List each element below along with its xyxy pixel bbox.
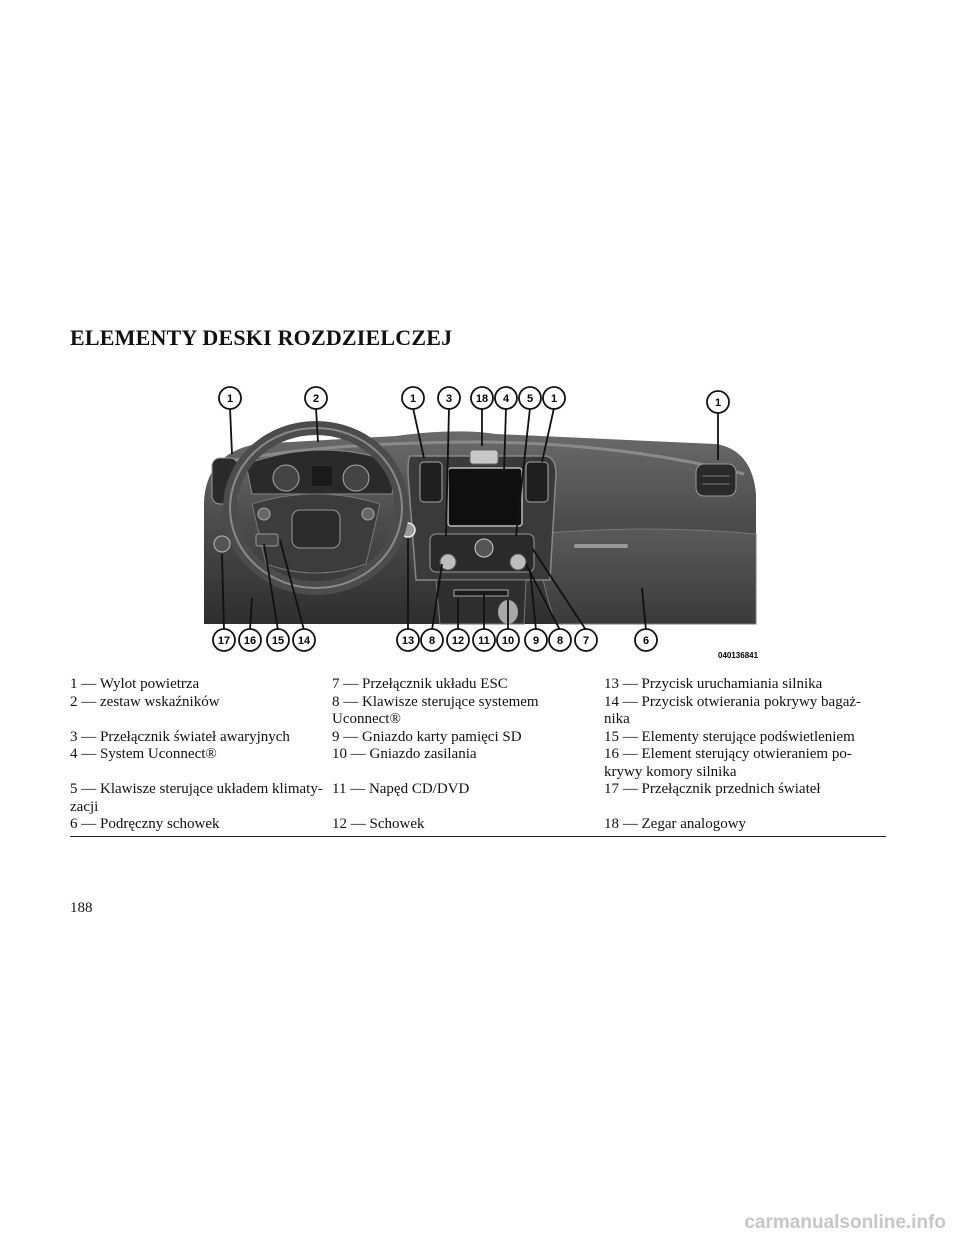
callout-1d: 1: [706, 390, 730, 414]
callout-2: 2: [304, 386, 328, 410]
legend-row: 2 — zestaw wskaźników 8 — Klawisze steru…: [70, 694, 886, 729]
legend-table: 1 — Wylot powietrza 7 — Przełącznik ukła…: [70, 676, 886, 837]
svg-text:9: 9: [533, 635, 539, 647]
callout-6: 6: [634, 628, 658, 652]
callout-13: 13: [396, 628, 420, 652]
callout-10: 10: [496, 628, 520, 652]
legend-item: 5 — Klawisze sterujące układem klimaty- …: [70, 781, 323, 815]
legend-item: 12 — Schowek: [332, 816, 425, 832]
dashboard-illustration: 1 2 1 3 18 4 5 1 1 17 16 15 14 13 8 12 1…: [196, 384, 770, 666]
legend-row: 1 — Wylot powietrza 7 — Przełącznik ukła…: [70, 676, 886, 694]
svg-text:10: 10: [502, 635, 514, 647]
callouts-bottom: 17 16 15 14 13 8 12 11 10 9 8 7 6: [212, 628, 658, 652]
right-vent-shape: [695, 463, 737, 497]
svg-text:11: 11: [478, 635, 490, 647]
callout-4: 4: [494, 386, 518, 410]
callout-9: 9: [524, 628, 548, 652]
legend-item: 15 — Elementy sterujące podświetleniem: [604, 728, 855, 745]
legend-item: 1 — Wylot powietrza: [70, 676, 200, 692]
callout-5: 5: [518, 386, 542, 410]
callout-18: 18: [470, 386, 494, 410]
svg-text:4: 4: [503, 393, 510, 405]
legend-row: 4 — System Uconnect® 10 — Gniazdo zasila…: [70, 746, 886, 781]
legend-item: 8 — Klawisze sterujące systemem Uconnect…: [332, 693, 539, 728]
callout-8b: 8: [548, 628, 572, 652]
svg-text:1: 1: [227, 393, 233, 405]
legend-item: 2 — zestaw wskaźników: [70, 693, 220, 710]
svg-text:17: 17: [218, 635, 230, 647]
callout-16: 16: [238, 628, 262, 652]
svg-text:13: 13: [402, 635, 414, 647]
svg-text:1: 1: [410, 393, 416, 405]
callout-1a: 1: [218, 386, 242, 410]
callout-11: 11: [472, 628, 496, 652]
glovebox-shape: [535, 528, 757, 625]
callout-14: 14: [292, 628, 316, 652]
legend-row: 5 — Klawisze sterujące układem klimaty- …: [70, 781, 886, 816]
legend-item: 16 — Element sterujący otwieraniem po- k…: [604, 746, 852, 780]
legend-item: 4 — System Uconnect®: [70, 746, 217, 762]
callout-1c: 1: [542, 386, 566, 410]
svg-text:7: 7: [583, 635, 589, 647]
legend-item: 11 — Napęd CD/DVD: [332, 781, 470, 797]
callout-8a: 8: [420, 628, 444, 652]
svg-text:18: 18: [476, 393, 488, 405]
svg-text:8: 8: [557, 635, 563, 647]
legend-item: 9 — Gniazdo karty pamięci SD: [332, 728, 522, 745]
page-title: ELEMENTY DESKI ROZDZIELCZEJ: [70, 325, 453, 350]
callout-17: 17: [212, 628, 236, 652]
svg-text:6: 6: [643, 635, 649, 647]
callouts-top: 1 2 1 3 18 4 5 1 1: [218, 386, 730, 414]
uconnect-screen-shape: [447, 467, 523, 527]
legend-item: 6 — Podręczny schowek: [70, 816, 220, 832]
callout-15: 15: [266, 628, 290, 652]
legend-item: 10 — Gniazdo zasilania: [332, 746, 477, 762]
dashboard-drawing: 1 2 1 3 18 4 5 1 1 17 16 15 14 13 8 12 1…: [204, 386, 759, 660]
svg-text:3: 3: [446, 393, 452, 405]
svg-text:8: 8: [429, 635, 435, 647]
callout-7: 7: [574, 628, 598, 652]
legend-item: 18 — Zegar analogowy: [604, 816, 747, 832]
page-number: 188: [70, 900, 93, 916]
svg-text:5: 5: [527, 393, 533, 405]
svg-text:16: 16: [244, 635, 256, 647]
legend-row: 6 — Podręczny schowek 12 — Schowek 18 — …: [70, 816, 886, 834]
legend-item: 13 — Przycisk uruchamiania silnika: [604, 676, 823, 692]
image-code: 040136841: [718, 651, 759, 660]
legend-item: 17 — Przełącznik przednich świateł: [604, 781, 821, 797]
legend-item: 7 — Przełącznik układu ESC: [332, 676, 508, 692]
svg-text:15: 15: [272, 635, 284, 647]
svg-text:1: 1: [551, 393, 557, 405]
svg-text:1: 1: [715, 397, 721, 409]
svg-text:12: 12: [452, 635, 464, 647]
callout-3: 3: [437, 386, 461, 410]
svg-text:2: 2: [313, 393, 319, 405]
legend-item: 3 — Przełącznik świateł awaryjnych: [70, 728, 290, 745]
legend-item: 14 — Przycisk otwierania pokrywy bagaż- …: [604, 693, 862, 728]
svg-text:14: 14: [298, 635, 311, 647]
clock-shape: [469, 449, 499, 465]
legend-row: 3 — Przełącznik świateł awaryjnych 9 — G…: [70, 729, 886, 747]
callout-1b: 1: [401, 386, 425, 410]
watermark[interactable]: carmanualsonline.info: [744, 1212, 946, 1233]
callout-12: 12: [446, 628, 470, 652]
